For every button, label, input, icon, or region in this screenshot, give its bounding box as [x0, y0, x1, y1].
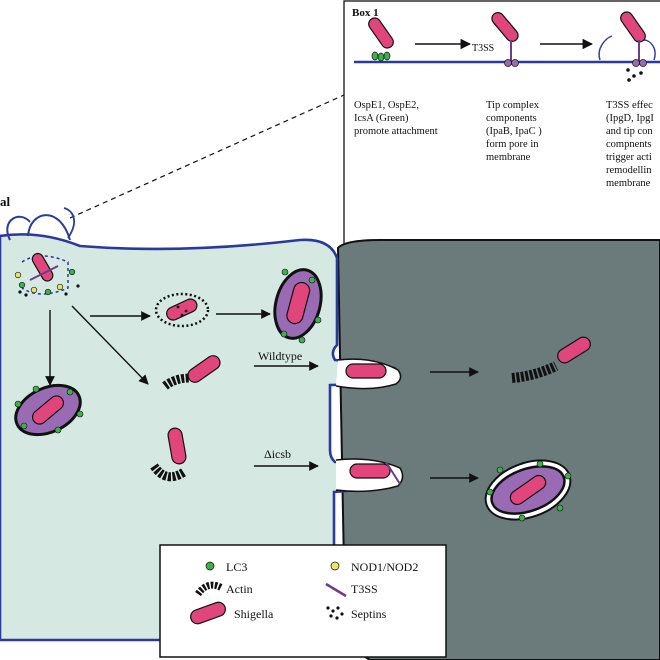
neighbor-lc3-vacuole — [484, 459, 572, 522]
legend-t3ss-swatch — [325, 582, 347, 598]
legend-nod-swatch — [330, 561, 340, 571]
actin-tail-bacterium-1 — [162, 355, 221, 390]
legend-nod-label: NOD1/NOD2 — [351, 560, 418, 574]
legend-shigella-swatch — [190, 601, 226, 625]
box1-step3-bacterium — [598, 11, 656, 82]
box1-title: Box 1 — [352, 7, 379, 19]
legend-actin-swatch — [195, 581, 224, 597]
legend-t3ss-label: T3SS — [351, 582, 378, 596]
box1-step1-bacterium — [368, 17, 394, 62]
box1-step2-caption: Tip complex components (IpaB, IpaC ) for… — [486, 100, 544, 163]
entry-site — [6, 207, 80, 297]
label-dicsb: Δicsb — [264, 447, 291, 461]
arrow-to-actin-tail — [71, 305, 149, 385]
legend: LC3 NOD1/NOD2 Actin T3SS Shigella Septin… — [159, 544, 447, 658]
lc3-vacuole-top — [273, 268, 323, 344]
legend-actin-label: Actin — [226, 582, 253, 596]
actin-tail-bacterium-2 — [150, 427, 187, 482]
neighbor-actin-bacterium — [511, 336, 591, 383]
legend-septins-swatch — [326, 606, 344, 620]
box1-step3-caption: T3SS effec (IpgD, IpgI and tip con compn… — [606, 100, 656, 189]
box1-step2-bacterium — [491, 11, 519, 67]
legend-lc3-swatch — [205, 561, 215, 571]
box1-t3ss-label: T3SS — [472, 43, 494, 54]
left-cut-label: al — [0, 194, 11, 209]
zoom-connector — [69, 94, 345, 219]
protrusion-dicsb — [335, 458, 404, 493]
box1-panel: Box 1 T3SS — [343, 0, 660, 247]
protrusion-wildtype — [335, 358, 402, 390]
legend-lc3-label: LC3 — [226, 560, 247, 574]
legend-shigella-label: Shigella — [234, 607, 274, 621]
lc3-vacuole-left — [14, 383, 84, 437]
label-wildtype: Wildtype — [258, 349, 302, 363]
legend-septins-label: Septins — [351, 607, 387, 621]
septin-cage-bacterium — [154, 292, 210, 328]
box1-step1-caption: OspE1, OspE2, IcsA (Green) promote attac… — [354, 100, 438, 137]
